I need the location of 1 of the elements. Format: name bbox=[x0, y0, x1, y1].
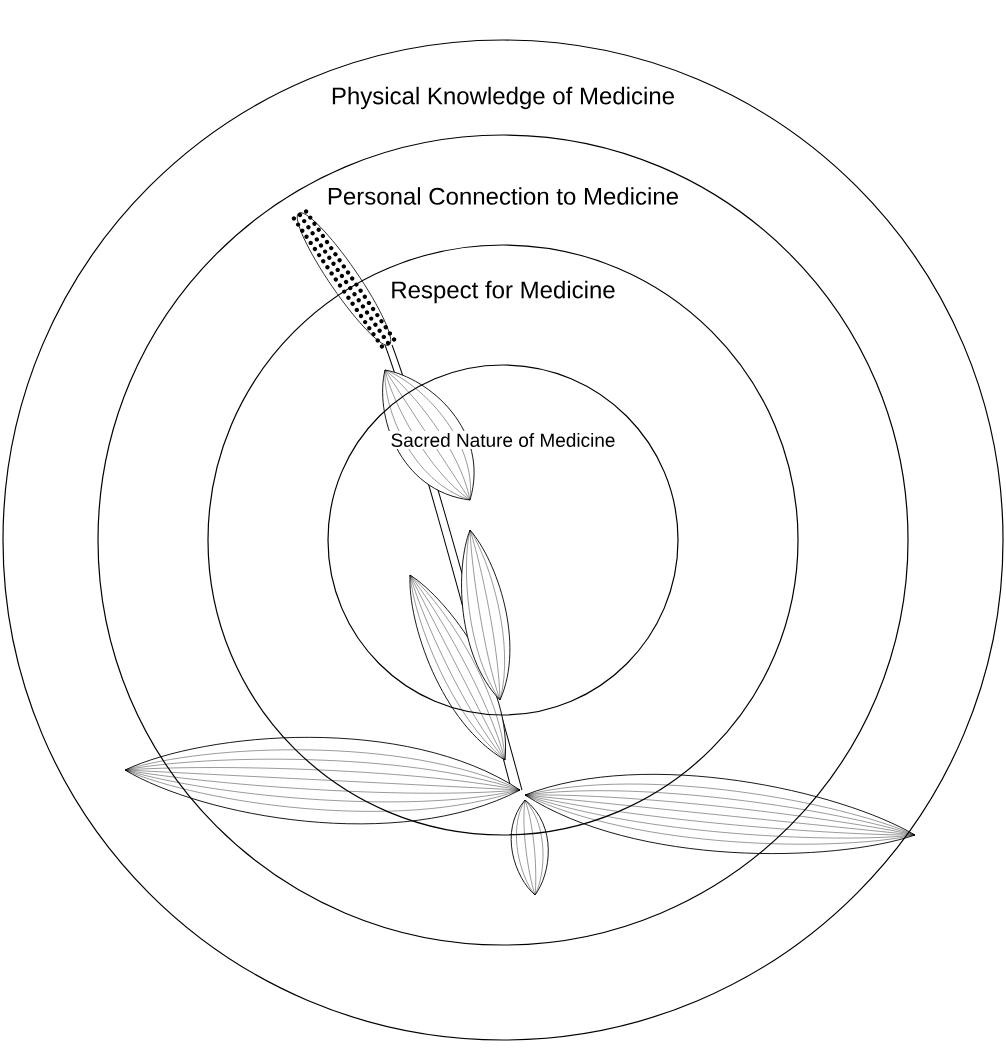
ring: Sacred Nature of Medicine bbox=[327, 364, 679, 716]
